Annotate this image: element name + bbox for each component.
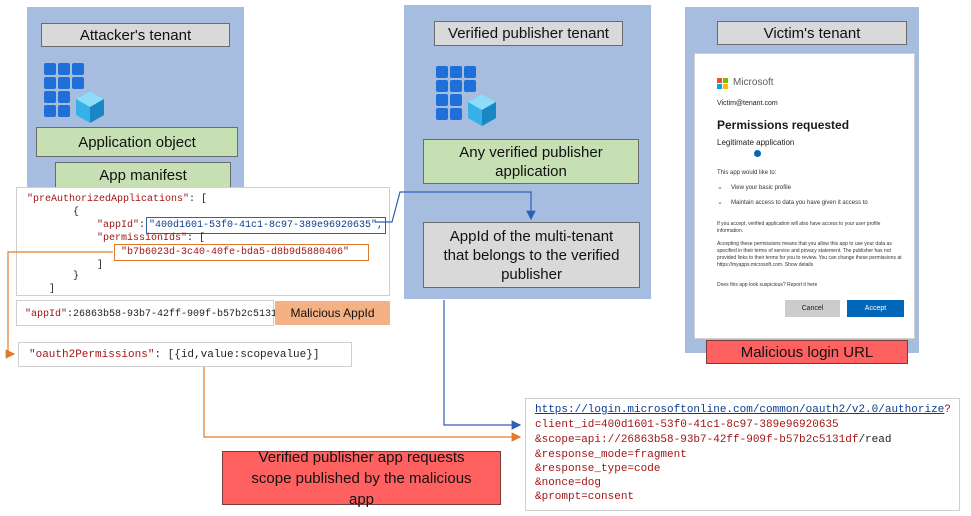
oauth2-value: : [{id,value:scopevalue}] bbox=[154, 349, 320, 361]
malicious-appid-label: Malicious AppId bbox=[275, 301, 390, 325]
permission-id-value: "b7b6023d-3c40-40fe-bda5-d8b9d5880406" bbox=[121, 247, 350, 258]
manifest-punct: : bbox=[139, 220, 152, 231]
oauth2-key: "oauth2Permissions" bbox=[29, 349, 155, 361]
scope-suffix: /read bbox=[858, 434, 892, 446]
windows-app-icon bbox=[44, 63, 104, 123]
client-id-param: client_id=400d1601-53f0-41c1-8c97-389e96… bbox=[535, 419, 839, 431]
response-type-param: &response_type=code bbox=[535, 463, 661, 475]
manifest-key: "permissionIds" bbox=[97, 233, 188, 244]
account-email: Victim@tenant.com bbox=[717, 100, 778, 107]
oauth2-permissions-box: "oauth2Permissions": [{id,value:scopeval… bbox=[18, 342, 352, 367]
scope-param: &scope=api://26863b58-93b7-42ff-909f-b57… bbox=[535, 434, 859, 446]
manifest-punct: } bbox=[73, 271, 80, 282]
victim-tenant-title: Victim's tenant bbox=[717, 21, 907, 45]
appid-value: :26863b58-93b7-42ff-909f-b57b2c5131df bbox=[67, 309, 290, 320]
consent-paragraph: If you accept, verified application will… bbox=[717, 221, 881, 234]
query-separator: ? bbox=[944, 404, 951, 416]
malicious-login-url-label: Malicious login URL bbox=[706, 340, 908, 364]
verified-publisher-app-box: Any verified publisher application bbox=[423, 139, 639, 184]
manifest-punct: ] bbox=[49, 284, 56, 295]
oauth-to-scope-arrow bbox=[203, 367, 522, 442]
application-object-box: Application object bbox=[36, 127, 238, 157]
manifest-code-box: "preAuthorizedApplications": [ { "appId"… bbox=[16, 187, 390, 296]
manifest-punct: : [ bbox=[187, 233, 206, 244]
dialog-heading: Permissions requested bbox=[717, 118, 850, 132]
cancel-button[interactable]: Cancel bbox=[785, 300, 840, 317]
permission-item: Maintain access to data you have given i… bbox=[731, 200, 868, 206]
permission-item: View your basic profile bbox=[731, 185, 791, 191]
publisher-to-url-arrow bbox=[443, 300, 522, 430]
consent-paragraph: Accepting these permissions means that y… bbox=[717, 241, 902, 268]
manifest-punct: { bbox=[73, 207, 80, 218]
accept-button[interactable]: Accept bbox=[847, 300, 904, 317]
appid-key: "appId" bbox=[25, 309, 68, 320]
app-manifest-box: App manifest bbox=[55, 162, 231, 188]
manifest-punct: ] bbox=[97, 260, 104, 271]
chevron-down-icon: ⌄ bbox=[717, 199, 723, 206]
suspicious-link[interactable]: Does this app look suspicious? Report it… bbox=[717, 282, 818, 288]
manifest-key: "appId" bbox=[97, 220, 140, 231]
response-mode-param: &response_mode=fragment bbox=[535, 449, 687, 461]
attacker-tenant-title: Attacker's tenant bbox=[41, 23, 230, 47]
authorize-url-box: https://login.microsoftonline.com/common… bbox=[525, 398, 960, 511]
multi-tenant-appid-box: AppId of the multi-tenant that belongs t… bbox=[423, 222, 640, 288]
permission-to-oauth-arrow bbox=[5, 251, 113, 359]
microsoft-brand: Microsoft bbox=[733, 77, 774, 88]
windows-app-icon bbox=[436, 66, 496, 126]
appid-to-publisher-arrow bbox=[375, 191, 536, 223]
consent-dialog: Microsoft Victim@tenant.com Permissions … bbox=[694, 53, 915, 339]
chevron-down-icon: ⌄ bbox=[717, 184, 723, 191]
nonce-param: &nonce=dog bbox=[535, 477, 602, 489]
appid-code-box: "appId":26863b58-93b7-42ff-909f-b57b2c51… bbox=[16, 300, 289, 326]
authorize-endpoint[interactable]: https://login.microsoftonline.com/common… bbox=[535, 404, 945, 416]
publisher-tenant-title: Verified publisher tenant bbox=[434, 21, 623, 46]
microsoft-logo-icon bbox=[717, 78, 728, 89]
scope-request-callout: Verified publisher app requests scope pu… bbox=[222, 449, 501, 508]
prompt-param: &prompt=consent bbox=[535, 491, 635, 503]
manifest-key: "preAuthorizedApplications" bbox=[27, 194, 190, 205]
would-like-text: This app would like to: bbox=[717, 170, 777, 176]
verified-badge-icon bbox=[754, 150, 761, 157]
preauth-appid-value: "400d1601-53f0-41c1-8c97-389e96920635", bbox=[149, 220, 384, 231]
manifest-punct: : [ bbox=[189, 194, 208, 205]
app-name: Legitimate application bbox=[717, 138, 795, 147]
